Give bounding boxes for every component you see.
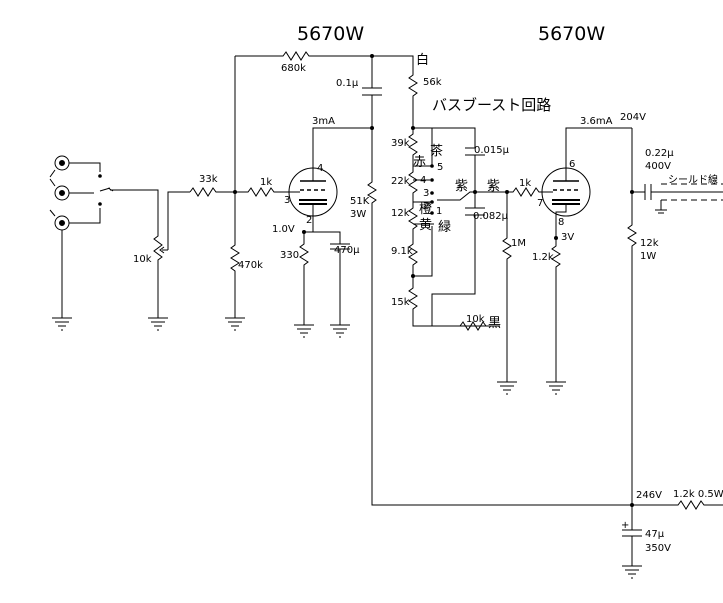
v1-cathode-voltage: 1.0V (272, 224, 295, 235)
input-jacks (49, 155, 101, 318)
v2-pin-cathode: 8 (558, 217, 564, 228)
r56k-label: 56k (423, 77, 442, 88)
wire-black: 黒 (488, 316, 501, 331)
c0-082-label: 0.082μ (473, 211, 509, 222)
resistor-680k: 680k (235, 51, 372, 74)
v1-pin-grid: 3 (284, 195, 290, 206)
resistor-33k: 33k (189, 174, 235, 197)
c0-1-label: 0.1μ (336, 78, 359, 89)
c0-015-label: 0.015μ (474, 145, 510, 156)
r330-label: 330 (280, 250, 299, 261)
r22k-label: 22k (391, 176, 410, 187)
r12k-load-label: 12k (640, 238, 659, 249)
power-supply: 246V 1.2k 0.5W + 47μ 350V (621, 489, 723, 579)
r1k-a-label: 1k (260, 177, 272, 188)
switch-pin-3: 3 (423, 188, 429, 199)
wire-yellow: 黄 (419, 218, 432, 233)
v2-current: 3.6mA (580, 116, 613, 127)
r1-2k-label: 1.2k (532, 252, 554, 263)
r1-2k-pwr-label: 1.2k 0.5W (673, 489, 723, 500)
v2-plate-voltage: 204V (620, 112, 646, 123)
v1-pin-plate: 4 (317, 163, 323, 174)
c0-22-voltage: 400V (645, 161, 671, 172)
v2-pin-grid: 7 (537, 198, 543, 209)
input-jack-3 (54, 215, 70, 231)
r1k-b-label: 1k (519, 178, 531, 189)
shield-wire-label: シールド線 (668, 173, 718, 186)
wire-purple-2: 紫 (487, 179, 500, 194)
v2-cathode-network: 3V 1.2k (532, 232, 574, 395)
v1-current: 3mA (312, 116, 335, 127)
wire-white: 白 (416, 52, 429, 68)
tube-v2: 6 7 8 3.6mA 204V (537, 112, 646, 238)
resistor-1k-v2: 1k (507, 178, 545, 197)
wire-brown: 茶 (430, 143, 443, 159)
r39k-label: 39k (391, 138, 410, 149)
input-selector-switch (98, 174, 159, 206)
r51k-label: 51K (350, 196, 370, 207)
r470k-label: 470k (238, 260, 263, 271)
switch-pin-1: 1 (436, 206, 442, 217)
v2-pin-plate: 6 (569, 159, 575, 170)
input-jack-2 (54, 185, 70, 201)
output-coupling: 0.22μ 400V シールド線 (632, 148, 723, 214)
r680k-label: 680k (281, 63, 306, 74)
v1-cathode-network: 1.0V 330 470μ (272, 224, 360, 338)
bass-boost-network: 白 56k 39k 22k 12k 9.1k 15k 0.015μ 0.082μ (372, 52, 510, 331)
wire-red: 赤 (413, 155, 426, 170)
ground-input (52, 317, 72, 331)
wire-purple-1: 紫 (455, 179, 468, 194)
c0-22-label: 0.22μ (645, 148, 674, 159)
resistor-1k-grid: 1k (235, 177, 288, 197)
pot-10k-label: 10k (133, 254, 152, 265)
bass-boost-title: バスブースト回路 (432, 96, 551, 114)
input-jack-1 (54, 155, 70, 171)
switch-pin-4: 4 (420, 175, 426, 186)
tube-v1-title: 5670W (297, 23, 364, 45)
tube-v2-title: 5670W (538, 23, 605, 45)
r51k-watt: 3W (350, 209, 366, 220)
r12k-label: 12k (391, 208, 410, 219)
r1m-label: 1M (511, 238, 526, 249)
wire-orange: 橙 (419, 202, 432, 217)
resistor-470k: 470k (225, 56, 263, 331)
c47-plus: + (621, 520, 629, 531)
r33k-label: 33k (199, 174, 218, 185)
wire-green: 緑 (438, 220, 451, 235)
c47-voltage: 350V (645, 543, 671, 554)
c470-label: 470μ (334, 245, 360, 256)
v1-b-plus-rail: 0.1μ 51K 3W (336, 54, 632, 506)
switch-pin-5: 5 (437, 162, 443, 173)
r9-1k-label: 9.1k (391, 246, 413, 257)
v2-plate-load: 12k 1W (627, 128, 659, 505)
volume-pot: 10k (133, 191, 190, 331)
c47-label: 47μ (645, 529, 665, 540)
v1-pin-cathode: 2 (306, 215, 312, 226)
r15k-label: 15k (391, 297, 410, 308)
tube-v1: 4 3 2 3mA (284, 116, 372, 232)
v2-cathode-voltage: 3V (561, 232, 574, 243)
supply-voltage: 246V (636, 490, 662, 501)
r10k-label: 10k (466, 314, 485, 325)
switch-pin-2: 2 (423, 201, 429, 212)
r12k-load-watt: 1W (640, 251, 656, 262)
